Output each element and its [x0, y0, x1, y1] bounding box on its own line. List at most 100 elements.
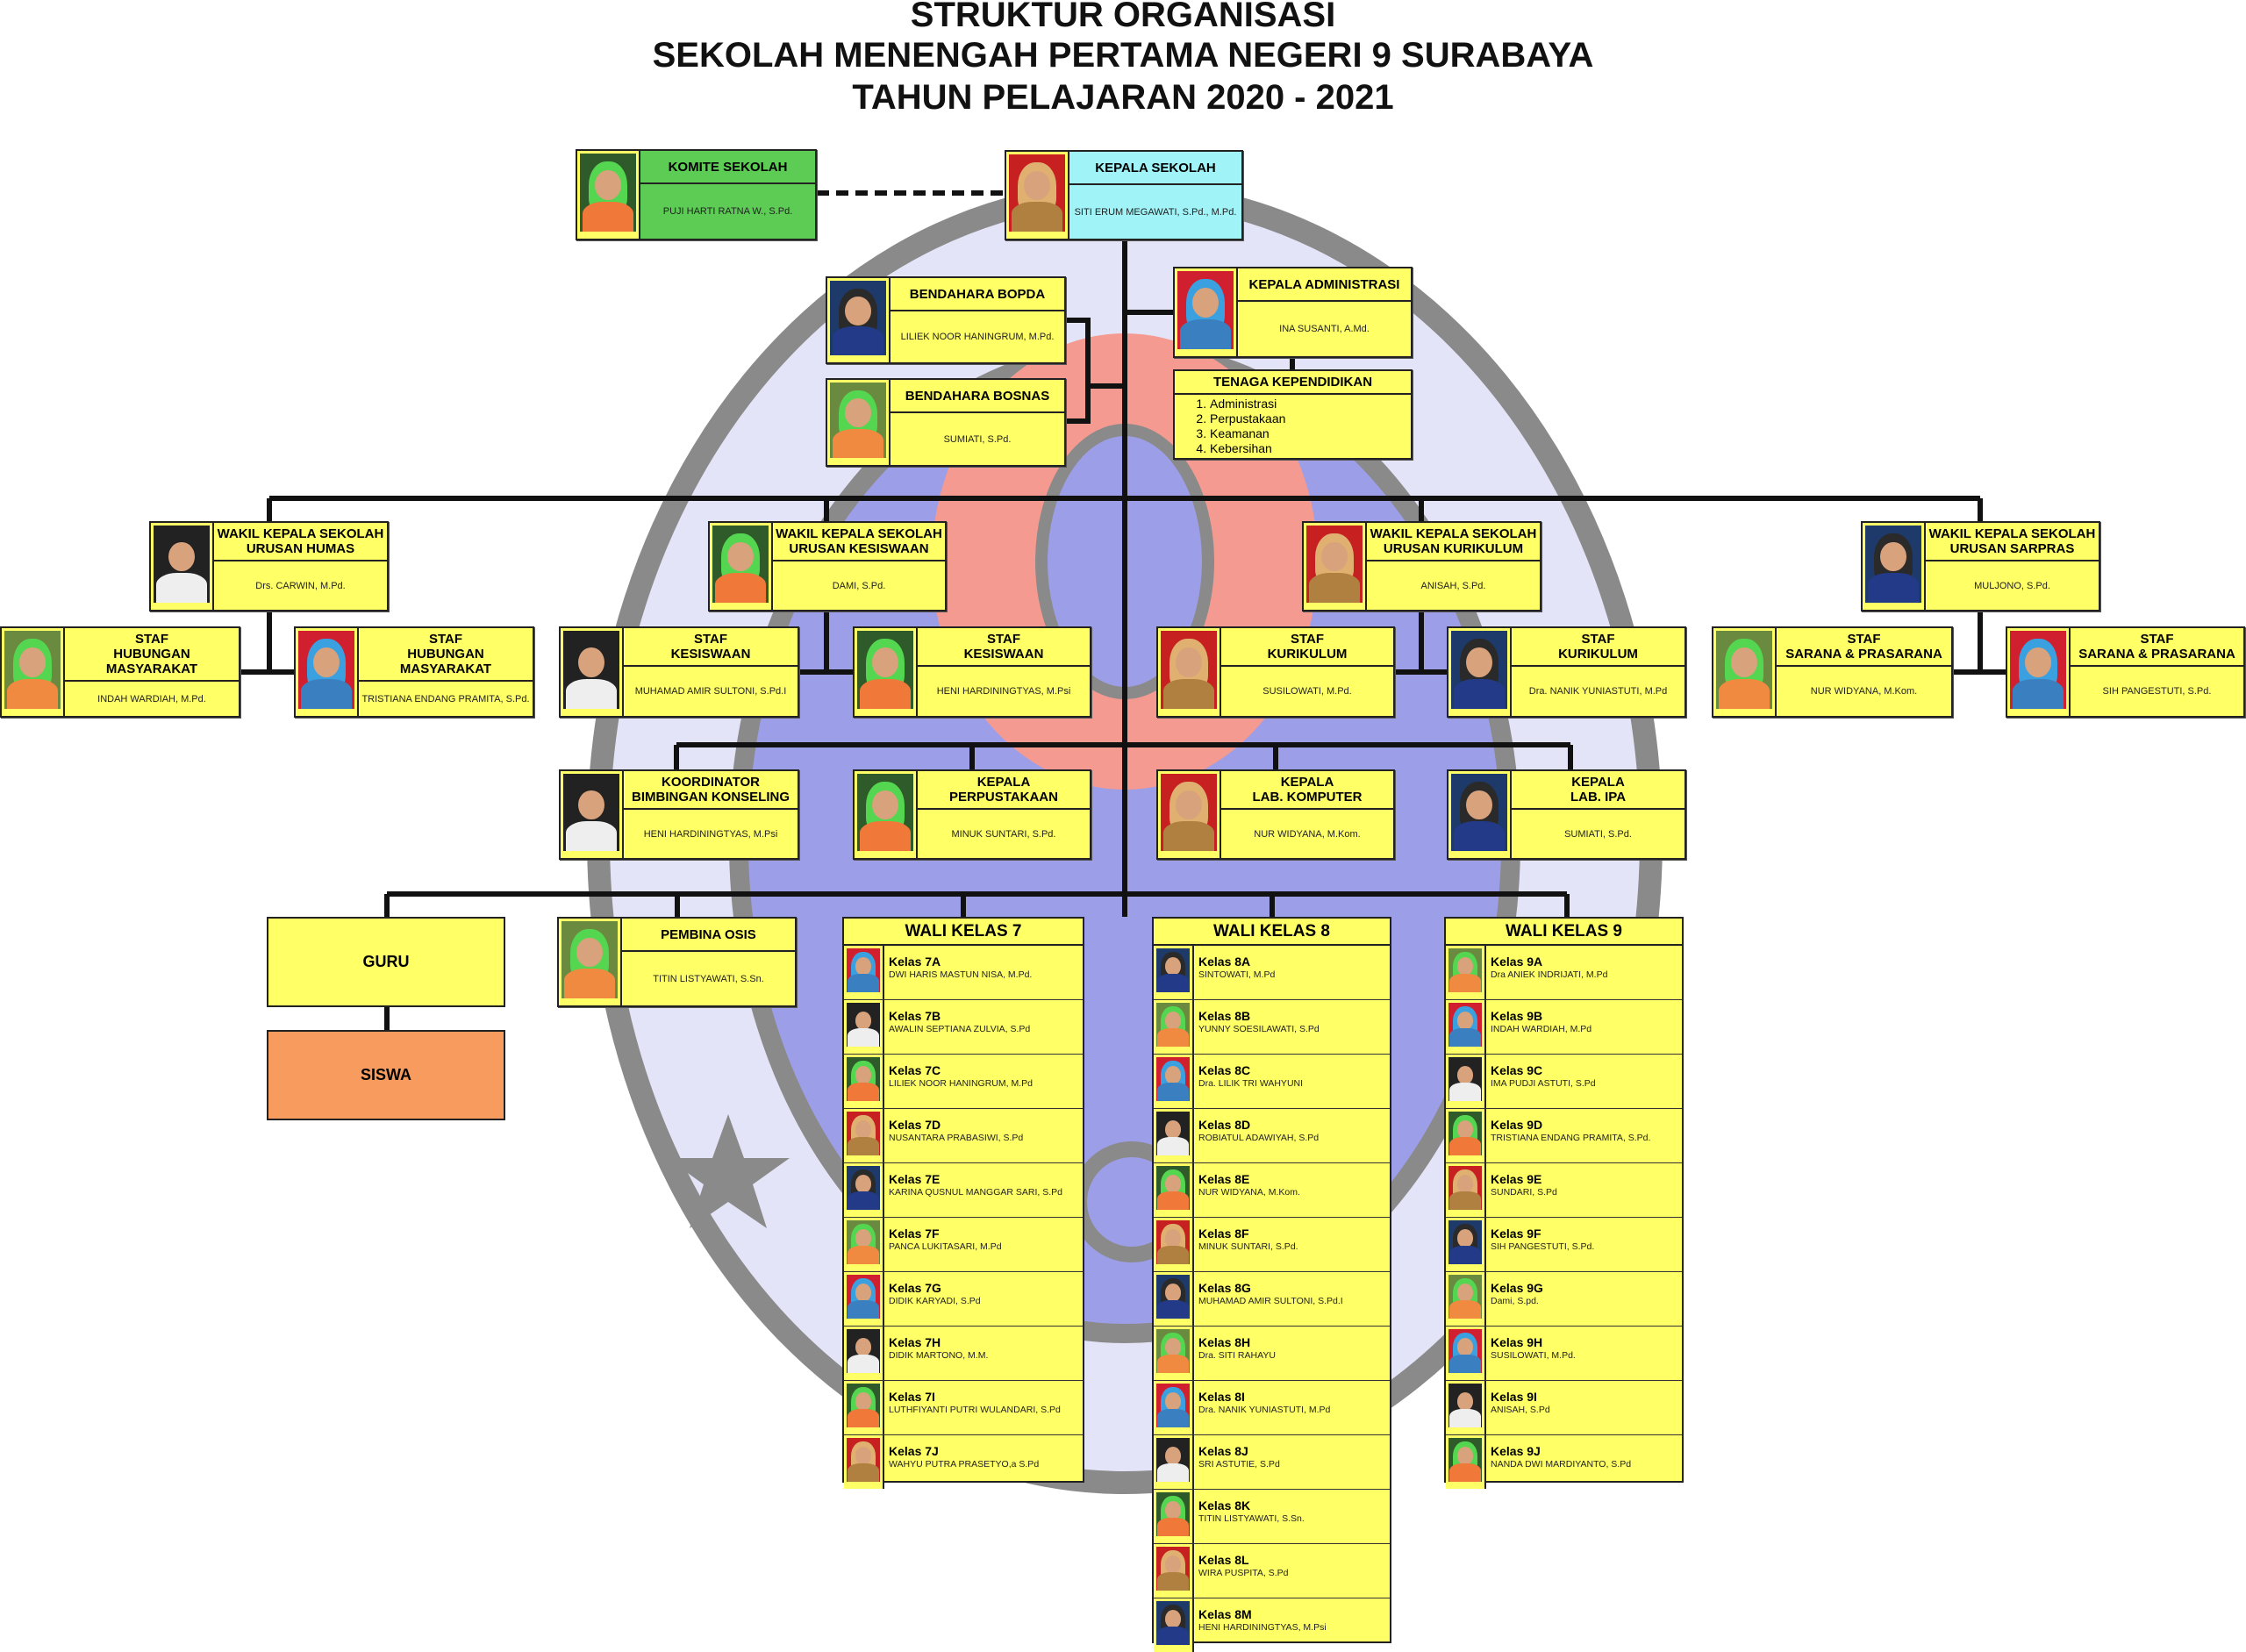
node-title: KEPALA LAB. IPA: [1512, 771, 1684, 810]
photo-body: [1448, 1191, 1482, 1210]
node-siswa: SISWA: [267, 1030, 505, 1120]
photo-face: [1456, 1229, 1474, 1248]
class-name: Kelas 8L: [1198, 1553, 1249, 1567]
node-wakil-kurikulum: WAKIL KEPALA SEKOLAH URUSAN KURIKULUM ANI…: [1302, 521, 1541, 611]
class-name: Kelas 7C: [889, 1063, 941, 1077]
node-person-name: SUSILOWATI, M.Pd.: [1262, 686, 1352, 697]
photo-body: [1867, 573, 1920, 603]
person-photo: [1304, 523, 1367, 610]
tenaga-list: Administrasi Perpustakaan Keamanan Keber…: [1175, 397, 1411, 456]
person-photo: [1446, 1109, 1486, 1162]
node-title: BENDAHARA BOPDA: [891, 278, 1064, 311]
node-title: PEMBINA OSIS: [622, 919, 795, 952]
teacher-name: Dra. SITI RAHAYU: [1198, 1350, 1276, 1361]
node-title: KOMITE SEKOLAH: [640, 151, 815, 184]
photo-body: [1448, 1463, 1482, 1482]
person-photo: [1446, 1218, 1486, 1271]
photo-face: [1466, 647, 1492, 677]
photo-face: [727, 541, 754, 572]
teacher-name: TRISTIANA ENDANG PRAMITA, S.Pd.: [1491, 1133, 1651, 1143]
node-title: STAF KURIKULUM: [1221, 628, 1393, 667]
node-title: BENDAHARA BOSNAS: [891, 380, 1064, 413]
teacher-name: Dra ANIEK INDRIJATI, M.Pd: [1491, 969, 1608, 980]
node-content: WAKIL KEPALA SEKOLAH URUSAN SARPRAS MULJO…: [1926, 523, 2099, 610]
teacher-name: DIDIK KARYADI, S.Pd: [889, 1296, 981, 1306]
photo-body: [155, 573, 208, 603]
class-name: Kelas 7H: [889, 1335, 941, 1349]
photo-face: [313, 647, 340, 677]
node-person-name: MULJONO, S.Pd.: [1974, 580, 2050, 591]
class-name: Kelas 8I: [1198, 1390, 1245, 1404]
photo-body: [1448, 1083, 1482, 1101]
node-title: KEPALA ADMINISTRASI: [1238, 268, 1411, 302]
photo-face: [855, 1447, 872, 1466]
node-person-name: ANISAH, S.Pd.: [1420, 580, 1486, 591]
class-name: Kelas 8B: [1198, 1009, 1251, 1023]
tenaga-item: Keamanan: [1210, 426, 1411, 441]
node-person-name: Dra. NANIK YUNIASTUTI, M.Pd: [1528, 686, 1668, 697]
tenaga-item: Kebersihan: [1210, 441, 1411, 456]
photo-face: [1164, 1120, 1182, 1140]
person-photo: [151, 523, 214, 610]
class-name: Kelas 9C: [1491, 1063, 1543, 1077]
photo-face: [578, 647, 604, 677]
photo-body: [1179, 319, 1232, 349]
node-title: WAKIL KEPALA SEKOLAH URUSAN KURIKULUM: [1367, 523, 1540, 561]
person-photo: [1154, 1163, 1194, 1217]
photo-body: [565, 679, 618, 709]
teacher-name: WIRA PUSPITA, S.Pd: [1198, 1568, 1289, 1578]
photo-face: [1164, 1066, 1182, 1085]
person-photo: [1158, 771, 1221, 858]
person-photo: [577, 151, 640, 239]
photo-face: [1024, 170, 1050, 201]
class-name: Kelas 8H: [1198, 1335, 1251, 1349]
node-title: WAKIL KEPALA SEKOLAH URUSAN KESISWAAN: [773, 523, 945, 561]
class-name: Kelas 8C: [1198, 1063, 1251, 1077]
chart-title-line-1: STRUKTUR ORGANISASI: [910, 0, 1336, 34]
class-name: Kelas 8K: [1198, 1498, 1251, 1513]
node-title: KEPALA LAB. KOMPUTER: [1221, 771, 1393, 810]
person-photo: [1154, 1598, 1194, 1652]
chart-title-line-2: SEKOLAH MENENGAH PERTAMA NEGERI 9 SURABA…: [652, 36, 1594, 75]
photo-body: [1162, 821, 1215, 851]
person-photo: [1446, 1055, 1486, 1108]
class-name: Kelas 9A: [1491, 955, 1543, 969]
photo-face: [2025, 647, 2051, 677]
photo-body: [832, 326, 884, 355]
node-title: WAKIL KEPALA SEKOLAH URUSAN SARPRAS: [1926, 523, 2099, 561]
teacher-name: MINUK SUNTARI, S.Pd.: [1198, 1241, 1298, 1252]
teacher-name: WAHYU PUTRA PRASETYO,a S.Pd: [889, 1459, 1040, 1470]
wali-panel-title: WALI KELAS 9: [1446, 919, 1682, 946]
photo-face: [855, 1066, 872, 1085]
photo-face: [872, 790, 898, 820]
person-photo: [1154, 946, 1194, 999]
photo-face: [1164, 1012, 1182, 1031]
photo-body: [1011, 202, 1063, 232]
photo-face: [1880, 541, 1906, 572]
